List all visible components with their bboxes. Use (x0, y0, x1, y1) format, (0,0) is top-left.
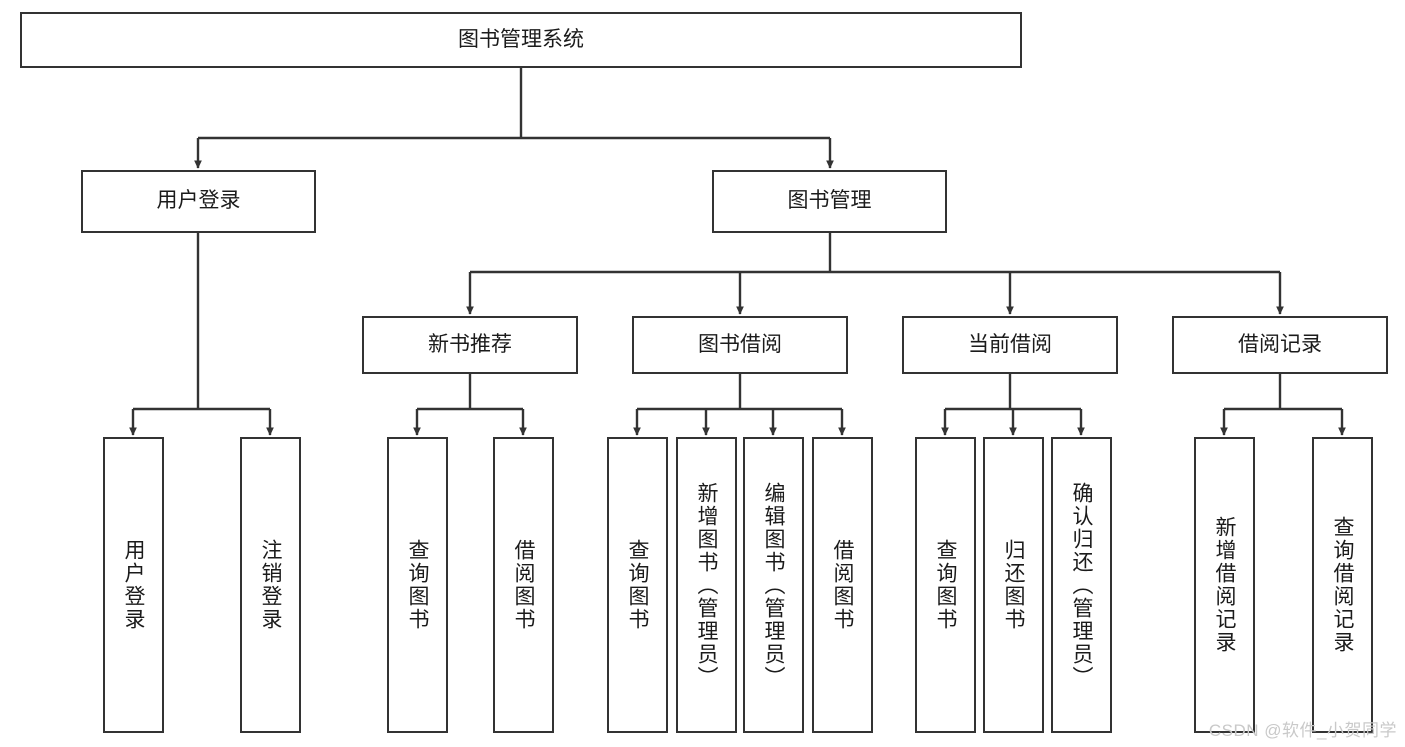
node-label: 图书管理 (787, 189, 872, 213)
node-leaf-add-book-admin[interactable]: 新增图书（管理员） (676, 437, 737, 733)
node-leaf-query-book-borrow[interactable]: 查询图书 (607, 437, 668, 733)
node-book-borrow[interactable]: 图书借阅 (632, 316, 848, 374)
node-label: 借阅记录 (1238, 332, 1322, 356)
node-label: 查询图书 (406, 539, 429, 631)
node-leaf-query-book-recommend[interactable]: 查询图书 (387, 437, 448, 733)
node-label: 新增借阅记录 (1213, 516, 1236, 654)
node-label: 用户登录 (156, 189, 241, 213)
node-label: 查询图书 (626, 539, 649, 631)
node-leaf-return-book[interactable]: 归还图书 (983, 437, 1044, 733)
node-root-book-management-system[interactable]: 图书管理系统 (20, 12, 1022, 68)
node-leaf-add-borrow-record[interactable]: 新增借阅记录 (1194, 437, 1255, 733)
node-user-login[interactable]: 用户登录 (81, 170, 316, 233)
node-label: 图书借阅 (698, 332, 782, 356)
node-borrow-record[interactable]: 借阅记录 (1172, 316, 1388, 374)
node-label: 查询借阅记录 (1331, 516, 1354, 654)
node-leaf-query-book-current[interactable]: 查询图书 (915, 437, 976, 733)
node-label: 确认归还（管理员） (1070, 481, 1093, 689)
node-label: 查询图书 (934, 539, 957, 631)
node-current-borrow[interactable]: 当前借阅 (902, 316, 1118, 374)
node-leaf-confirm-return-admin[interactable]: 确认归还（管理员） (1051, 437, 1112, 733)
node-leaf-borrow-book[interactable]: 借阅图书 (812, 437, 873, 733)
node-leaf-logout[interactable]: 注销登录 (240, 437, 301, 733)
node-label: 借阅图书 (831, 539, 854, 631)
node-label: 新书推荐 (428, 332, 512, 356)
node-label: 借阅图书 (512, 539, 535, 631)
node-label: 新增图书（管理员） (695, 481, 718, 689)
node-new-book-recommend[interactable]: 新书推荐 (362, 316, 578, 374)
node-label: 图书管理系统 (458, 27, 584, 51)
node-leaf-borrow-book-recommend[interactable]: 借阅图书 (493, 437, 554, 733)
node-label: 注销登录 (259, 539, 282, 631)
node-label: 编辑图书（管理员） (762, 481, 785, 689)
node-label: 归还图书 (1002, 539, 1025, 631)
node-book-management[interactable]: 图书管理 (712, 170, 947, 233)
node-leaf-user-login[interactable]: 用户登录 (103, 437, 164, 733)
node-leaf-edit-book-admin[interactable]: 编辑图书（管理员） (743, 437, 804, 733)
node-label: 用户登录 (122, 539, 145, 631)
node-leaf-query-borrow-record[interactable]: 查询借阅记录 (1312, 437, 1373, 733)
node-label: 当前借阅 (968, 332, 1052, 356)
